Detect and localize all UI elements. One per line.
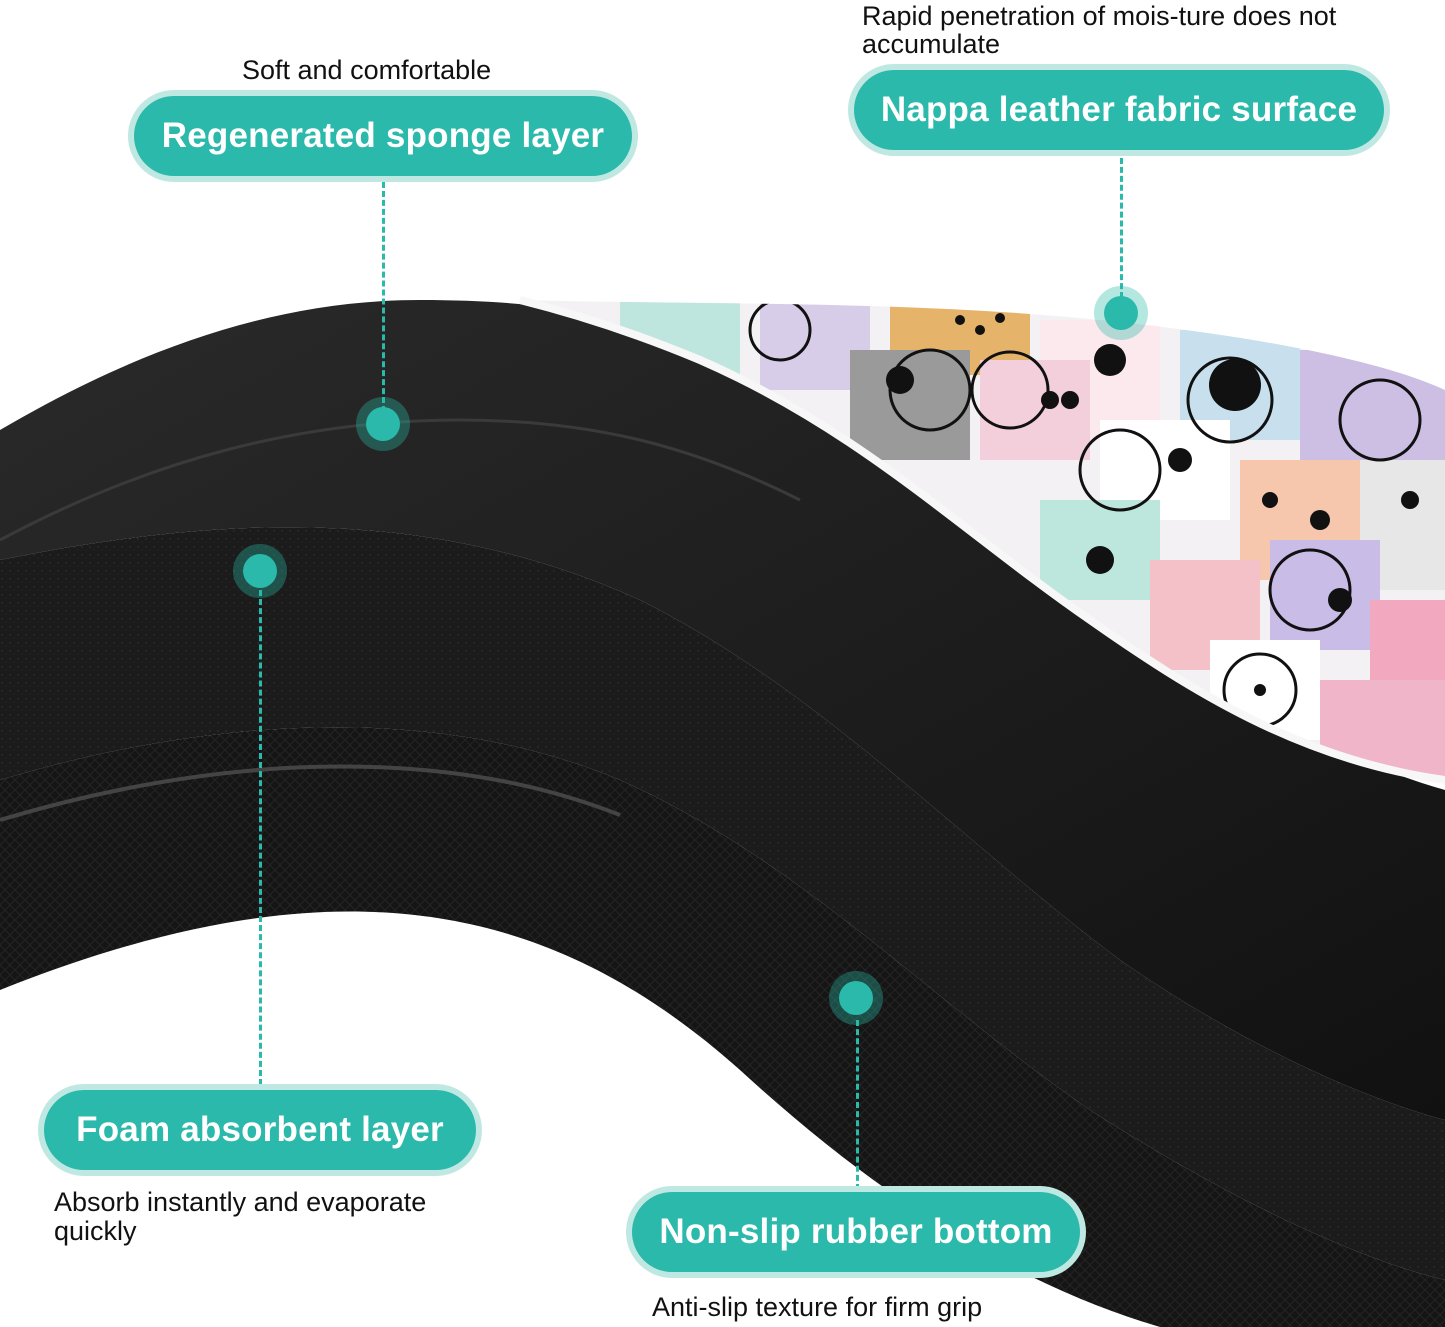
rubber-marker-dot: [829, 971, 883, 1025]
foam-note: Absorb instantly and evaporate quickly: [54, 1187, 427, 1246]
sponge-note: Soft and comfortable: [242, 55, 492, 85]
rubber-note: Anti-slip texture for firm grip: [652, 1292, 983, 1322]
rubber-label-pill: Non-slip rubber bottom: [632, 1192, 1080, 1272]
sponge-label-pill: Regenerated sponge layer: [134, 96, 632, 176]
nappa-leader-line: [1120, 158, 1123, 298]
sponge-leader-line: [382, 182, 385, 412]
foam-leader-line: [259, 590, 262, 1085]
sponge-layer: [0, 300, 1445, 1120]
sponge-marker-dot: [356, 397, 410, 451]
foam-label-pill: Foam absorbent layer: [44, 1090, 476, 1170]
rubber-layer: [0, 727, 1445, 1327]
nappa-note: Rapid penetration of mois-ture does not …: [862, 1, 1337, 59]
nappa-label-pill: Nappa leather fabric surface: [854, 70, 1384, 150]
nappa-marker-dot: [1094, 286, 1148, 340]
foam-layer: [0, 527, 1445, 1280]
foam-marker-dot: [233, 544, 287, 598]
rubber-leader-line: [856, 1020, 859, 1190]
